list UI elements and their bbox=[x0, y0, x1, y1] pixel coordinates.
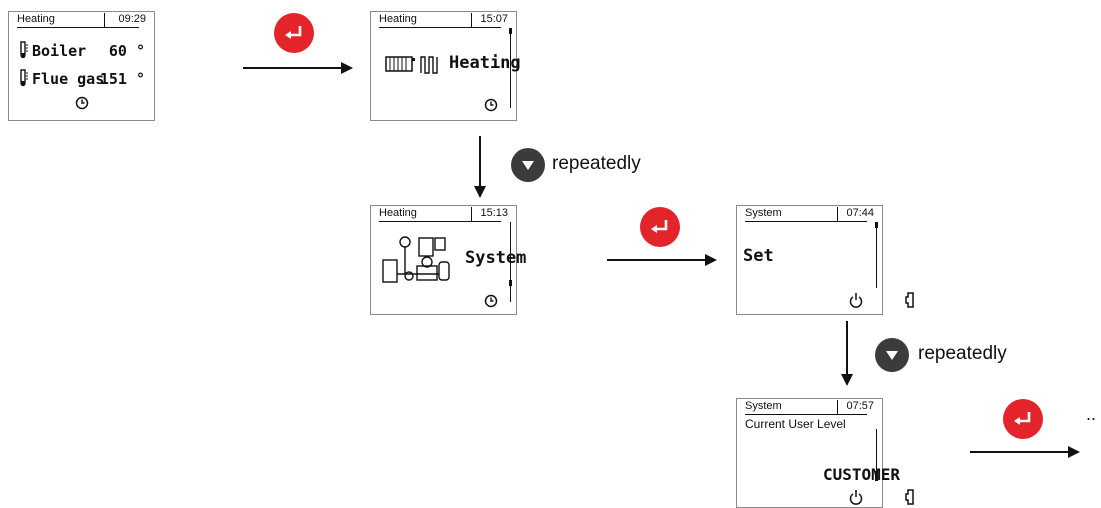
enter-button[interactable] bbox=[274, 13, 314, 53]
menu-item-set[interactable]: Set bbox=[743, 246, 774, 266]
screen-time: 09:29 bbox=[118, 13, 146, 25]
arrow-down bbox=[841, 321, 853, 386]
arrow-right bbox=[243, 62, 353, 74]
menu-item-heating[interactable]: Heating bbox=[449, 53, 521, 73]
clock-icon bbox=[484, 98, 498, 112]
screen-time: 15:07 bbox=[480, 13, 508, 25]
clock-icon bbox=[484, 294, 498, 308]
power-icon bbox=[849, 490, 863, 505]
thermometer-icon bbox=[20, 41, 28, 59]
repeatedly-label: repeatedly bbox=[552, 153, 641, 174]
device-icon bbox=[905, 292, 914, 308]
screen-heating-menu: Heating 15:07 Heating bbox=[370, 11, 521, 121]
down-button[interactable] bbox=[875, 338, 909, 372]
screen-time: 15:13 bbox=[480, 207, 508, 219]
system-diagram-icon bbox=[382, 236, 450, 283]
arrow-right bbox=[970, 446, 1080, 458]
screen-time: 07:44 bbox=[846, 207, 874, 219]
menu-item-system[interactable]: System bbox=[465, 248, 527, 268]
flue-gas-label: Flue gas bbox=[32, 70, 105, 88]
screen-heating-system: Heating 15:13 System bbox=[370, 205, 526, 315]
arrow-down bbox=[474, 136, 486, 198]
screen-boiler-status: Heating 09:29 Boiler 60 ° Flue gas 151 ° bbox=[8, 11, 155, 121]
screen-user-level: System 07:57 Current User Level CUSTOMER bbox=[736, 398, 914, 508]
radiator-icon bbox=[385, 56, 438, 74]
screen-title: Heating bbox=[379, 207, 417, 219]
screen-system-set: System 07:44 Set bbox=[736, 205, 914, 315]
screen-title: Heating bbox=[379, 13, 417, 25]
screen-title: Heating bbox=[17, 13, 55, 25]
repeatedly-label: repeatedly bbox=[918, 343, 1007, 364]
screen-title: System bbox=[745, 400, 782, 412]
clock-icon bbox=[75, 96, 89, 110]
enter-button[interactable] bbox=[1003, 399, 1043, 439]
continuation-ellipsis: .. bbox=[1086, 404, 1097, 424]
arrow-right bbox=[607, 254, 717, 266]
user-level-value[interactable]: CUSTOMER bbox=[823, 465, 901, 484]
power-icon bbox=[849, 293, 863, 308]
down-button[interactable] bbox=[511, 148, 545, 182]
enter-button[interactable] bbox=[640, 207, 680, 247]
boiler-value: 60 ° bbox=[108, 42, 145, 60]
flue-gas-value: 151 ° bbox=[99, 70, 145, 88]
device-icon bbox=[905, 489, 914, 505]
thermometer-icon bbox=[20, 69, 28, 87]
screen-time: 07:57 bbox=[846, 400, 874, 412]
screen-subtitle: Current User Level bbox=[745, 417, 846, 431]
boiler-label: Boiler bbox=[32, 42, 87, 60]
screen-title: System bbox=[745, 207, 782, 219]
